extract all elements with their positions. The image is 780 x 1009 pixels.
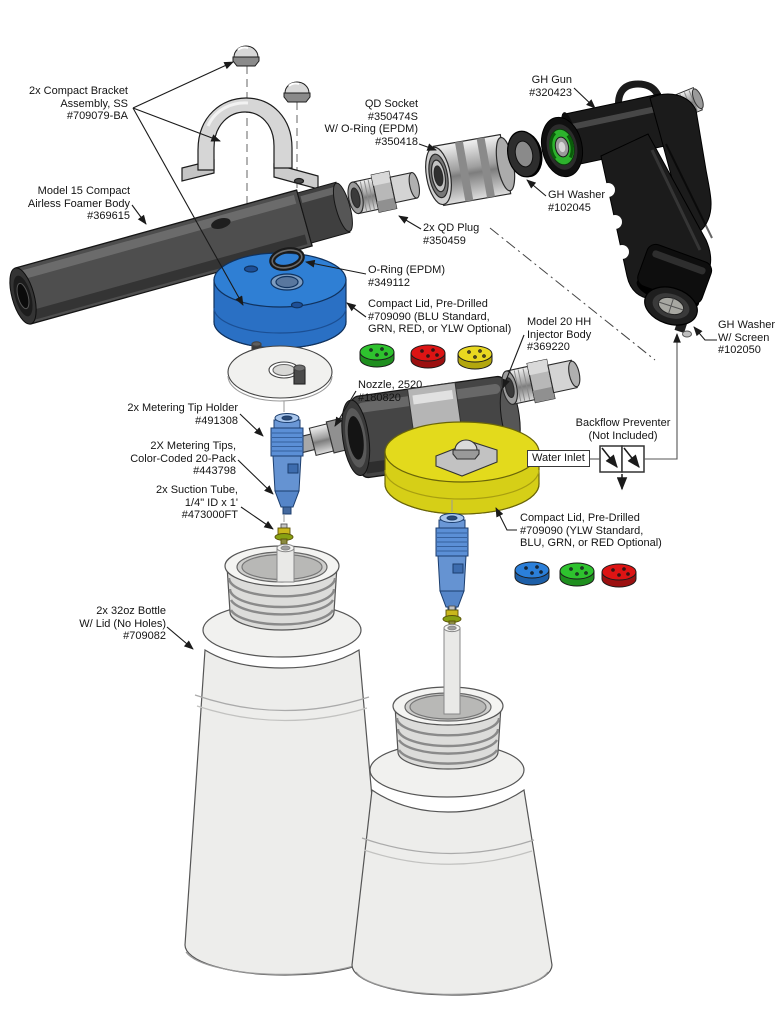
dome-nut-icon xyxy=(232,45,260,67)
label-qd-socket: QD Socket #350474S W/ O-Ring (EPDM) #350… xyxy=(324,98,419,148)
label-bracket-assembly: 2x Compact Bracket Assembly, SS #709079-… xyxy=(28,85,128,122)
label-nozzle: Nozzle, 2520 #180820 xyxy=(358,379,423,404)
o-ring xyxy=(269,247,305,271)
dome-nut-icon xyxy=(283,81,311,103)
gun-front-cap xyxy=(540,116,584,178)
gh-washer xyxy=(507,130,543,178)
mini-lid-green xyxy=(559,562,595,587)
mini-lid-yellow xyxy=(457,345,493,370)
gh-washer-screen xyxy=(644,286,698,338)
label-injector-body: Model 20 HH Injector Body #369220 xyxy=(527,316,592,353)
qd-plug xyxy=(347,170,421,215)
metering-tip xyxy=(442,605,462,627)
mini-lid-red xyxy=(410,344,446,369)
bottle-left xyxy=(184,545,386,976)
mini-lid-red xyxy=(601,563,637,588)
label-foamer-body: Model 15 Compact Airless Foamer Body #36… xyxy=(27,185,130,222)
label-backflow-preventer: Backflow Preventer (Not Included) xyxy=(575,417,671,442)
lid-liner-disc xyxy=(227,341,333,402)
metering-tip xyxy=(274,523,294,545)
water-inlet-label: Water Inlet xyxy=(527,450,590,467)
label-bottle: 2x 32oz Bottle W/ Lid (No Holes) #709082 xyxy=(79,605,166,642)
compact-lid-yellow xyxy=(384,421,540,515)
saddle-bolt xyxy=(435,439,498,477)
metering-tip-holder xyxy=(270,413,304,515)
label-metering-tips: 2X Metering Tips, Color-Coded 20-Pack #4… xyxy=(130,440,236,477)
label-gh-gun: GH Gun #320423 xyxy=(529,74,572,99)
leader-lines xyxy=(131,61,717,650)
mini-lid-blue xyxy=(514,561,550,586)
metering-tip-holder xyxy=(435,513,469,615)
foamer-body xyxy=(9,181,353,325)
mini-lid-green xyxy=(359,343,395,368)
suction-tube xyxy=(276,543,295,583)
suction-tube xyxy=(443,623,461,715)
label-gh-washer: GH Washer #102045 xyxy=(548,189,606,214)
label-o-ring: O-Ring (EPDM) #349112 xyxy=(368,264,446,289)
backflow-symbol xyxy=(586,333,681,491)
label-gh-washer-screen: GH Washer W/ Screen #102050 xyxy=(718,319,776,356)
label-suction-tube: 2x Suction Tube, 1/4" ID x 1' #473000FT xyxy=(156,484,238,521)
label-compact-lid-blue: Compact Lid, Pre-Drilled #709090 (BLU St… xyxy=(368,298,512,335)
label-qd-plug: 2x QD Plug #350459 xyxy=(423,222,480,247)
label-compact-lid-yellow: Compact Lid, Pre-Drilled #709090 (YLW St… xyxy=(520,512,662,549)
qd-plug-2 xyxy=(501,358,581,405)
qd-socket xyxy=(425,133,516,207)
gh-gun xyxy=(540,80,713,309)
bracket-clamp xyxy=(181,97,319,190)
bottle-right xyxy=(351,686,553,996)
dash-dot-axis xyxy=(489,227,656,361)
label-metering-tip-holder: 2x Metering Tip Holder #491308 xyxy=(127,402,238,427)
